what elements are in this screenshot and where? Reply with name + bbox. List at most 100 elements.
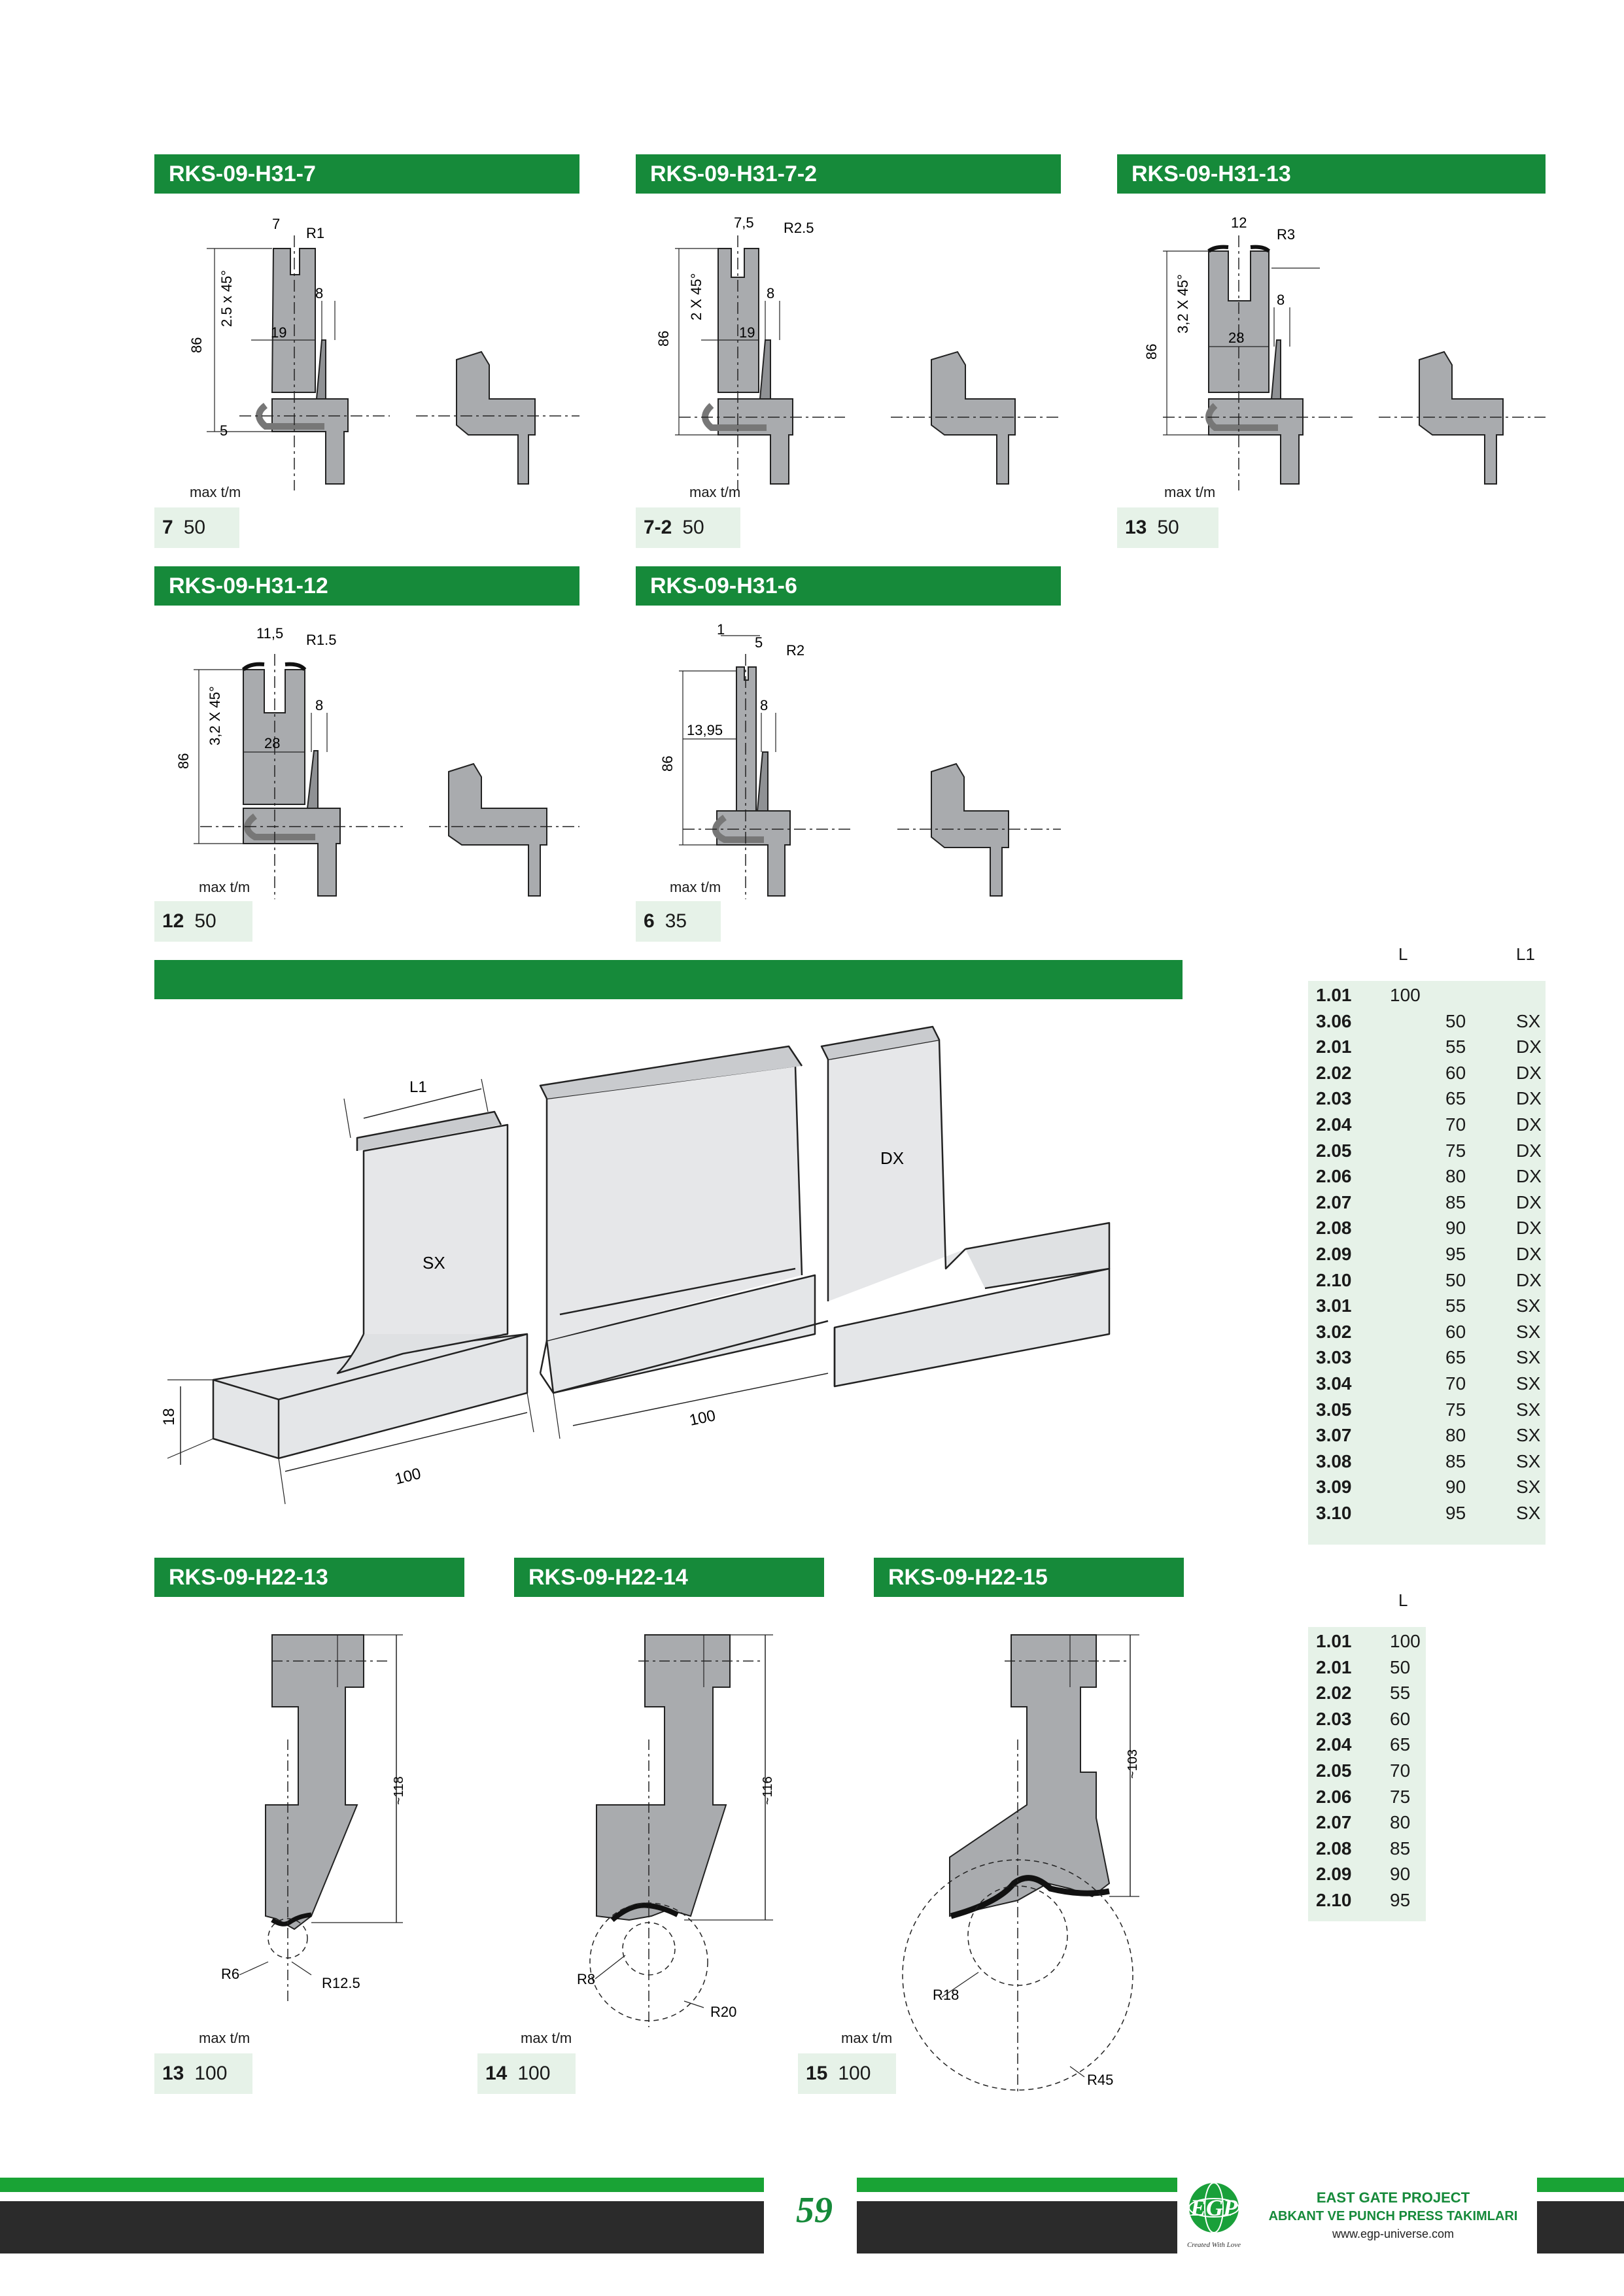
table-cell: 2.02 xyxy=(1316,1683,1352,1704)
table-cell: 1.01 xyxy=(1316,1631,1352,1651)
table-cell: 55 xyxy=(1445,1295,1466,1316)
table-cell: 3.05 xyxy=(1316,1399,1352,1420)
table-cell: 60 xyxy=(1445,1062,1466,1083)
dim-r2: R20 xyxy=(710,2004,736,2020)
table-row: 3.01 55 SX xyxy=(1308,1293,1546,1319)
company-url[interactable]: www.egp-universe.com xyxy=(1332,2227,1455,2240)
value-box-h31-13: 13 50 xyxy=(1117,507,1218,548)
max-value: 50 xyxy=(194,910,216,932)
table-cell: 2.06 xyxy=(1316,1786,1352,1807)
code: 7-2 xyxy=(644,517,672,538)
table-cell: SX xyxy=(1516,1477,1541,1498)
section-title-h22-15: RKS-09-H22-15 xyxy=(874,1558,1184,1597)
table-cell: 85 xyxy=(1445,1191,1466,1212)
table-cell: 75 xyxy=(1390,1786,1411,1807)
section-title-h31-6: RKS-09-H31-6 xyxy=(636,566,1061,606)
dim-height: 86 xyxy=(659,756,676,772)
dim-w3: 8 xyxy=(315,697,323,713)
dim-w2: 19 xyxy=(271,324,286,341)
dim-100-middle: 100 xyxy=(688,1407,717,1430)
table-cell: SX xyxy=(1516,1295,1541,1316)
dim-r2: R45 xyxy=(1087,2072,1113,2088)
table-cell: 2.03 xyxy=(1316,1088,1352,1109)
table-cell: 70 xyxy=(1445,1114,1466,1135)
dim-width: 11,5 xyxy=(256,625,283,642)
drawing-h31-12: 11,5 R1.5 3,2 X 45° 86 28 8 xyxy=(175,625,579,899)
code: 13 xyxy=(1125,517,1147,538)
table-cell: 85 xyxy=(1445,1450,1466,1471)
max-label: max t/m xyxy=(1164,484,1216,500)
table-cell: 75 xyxy=(1445,1140,1466,1161)
dim-18: 18 xyxy=(160,1408,178,1426)
table-cell: 60 xyxy=(1390,1708,1411,1729)
table-cell: 3.04 xyxy=(1316,1373,1352,1394)
section-title-h22-14: RKS-09-H22-14 xyxy=(514,1558,824,1597)
table-cell: 1.01 xyxy=(1316,985,1352,1005)
table-cell: 95 xyxy=(1445,1243,1466,1264)
dim-height: ~103 xyxy=(1126,1749,1140,1779)
dim-w3: 8 xyxy=(1277,292,1285,308)
table-cell: 70 xyxy=(1445,1373,1466,1394)
max-value: 100 xyxy=(838,2063,871,2084)
footer-dark-right xyxy=(1537,2201,1624,2253)
table-cell: SX xyxy=(1516,1425,1541,1446)
table-cell: 2.01 xyxy=(1316,1656,1352,1677)
table-cell: 75 xyxy=(1445,1399,1466,1420)
dim-radius: R2 xyxy=(786,642,804,659)
logo-text: EGP xyxy=(1190,2195,1238,2221)
table-cell: 3.03 xyxy=(1316,1347,1352,1368)
table-cell: 85 xyxy=(1390,1838,1411,1859)
table-cell: 2.04 xyxy=(1316,1114,1352,1135)
label-sx: SX xyxy=(423,1253,445,1273)
table-cell: DX xyxy=(1516,1166,1542,1187)
drawing-h22-15: ~103 R18 R45 xyxy=(902,1634,1140,2093)
table-cell: 95 xyxy=(1390,1889,1411,1910)
table-cell: 2.05 xyxy=(1316,1760,1352,1781)
max-label: max t/m xyxy=(841,2030,893,2046)
dim-height: ~118 xyxy=(392,1776,406,1805)
dim-r1: R18 xyxy=(933,1987,959,2003)
table-cell: DX xyxy=(1516,1218,1542,1239)
section-title-h31-12: RKS-09-H31-12 xyxy=(154,566,579,606)
max-label: max t/m xyxy=(521,2030,572,2046)
dim-radius: R2.5 xyxy=(784,220,814,236)
company-subtitle: ABKANT VE PUNCH PRESS TAKIMLARI xyxy=(1268,2209,1518,2223)
table-cell: SX xyxy=(1516,1399,1541,1420)
section-title-h22-13: RKS-09-H22-13 xyxy=(154,1558,464,1597)
table-cell: DX xyxy=(1516,1088,1542,1109)
dim-radius: R1.5 xyxy=(306,632,336,648)
table-cell: 2.08 xyxy=(1316,1218,1352,1239)
table-cell: SX xyxy=(1516,1502,1541,1523)
table-cell: 80 xyxy=(1445,1166,1466,1187)
table-cell: 80 xyxy=(1390,1812,1411,1833)
table-cell: DX xyxy=(1516,1243,1542,1264)
table-cell: 3.02 xyxy=(1316,1321,1352,1342)
table-cell: 90 xyxy=(1445,1218,1466,1239)
max-label: max t/m xyxy=(190,484,241,500)
dim-r1: R8 xyxy=(577,1971,595,1987)
label-dx: DX xyxy=(880,1148,904,1168)
dim-100-left: 100 xyxy=(393,1465,423,1488)
drawing-h31-13: 12 R3 3,2 X 45° 86 28 8 xyxy=(1143,214,1546,490)
table-cell: 90 xyxy=(1390,1864,1411,1885)
code: 12 xyxy=(162,910,184,932)
max-value: 50 xyxy=(1157,517,1179,538)
table-cell: 3.01 xyxy=(1316,1295,1352,1316)
